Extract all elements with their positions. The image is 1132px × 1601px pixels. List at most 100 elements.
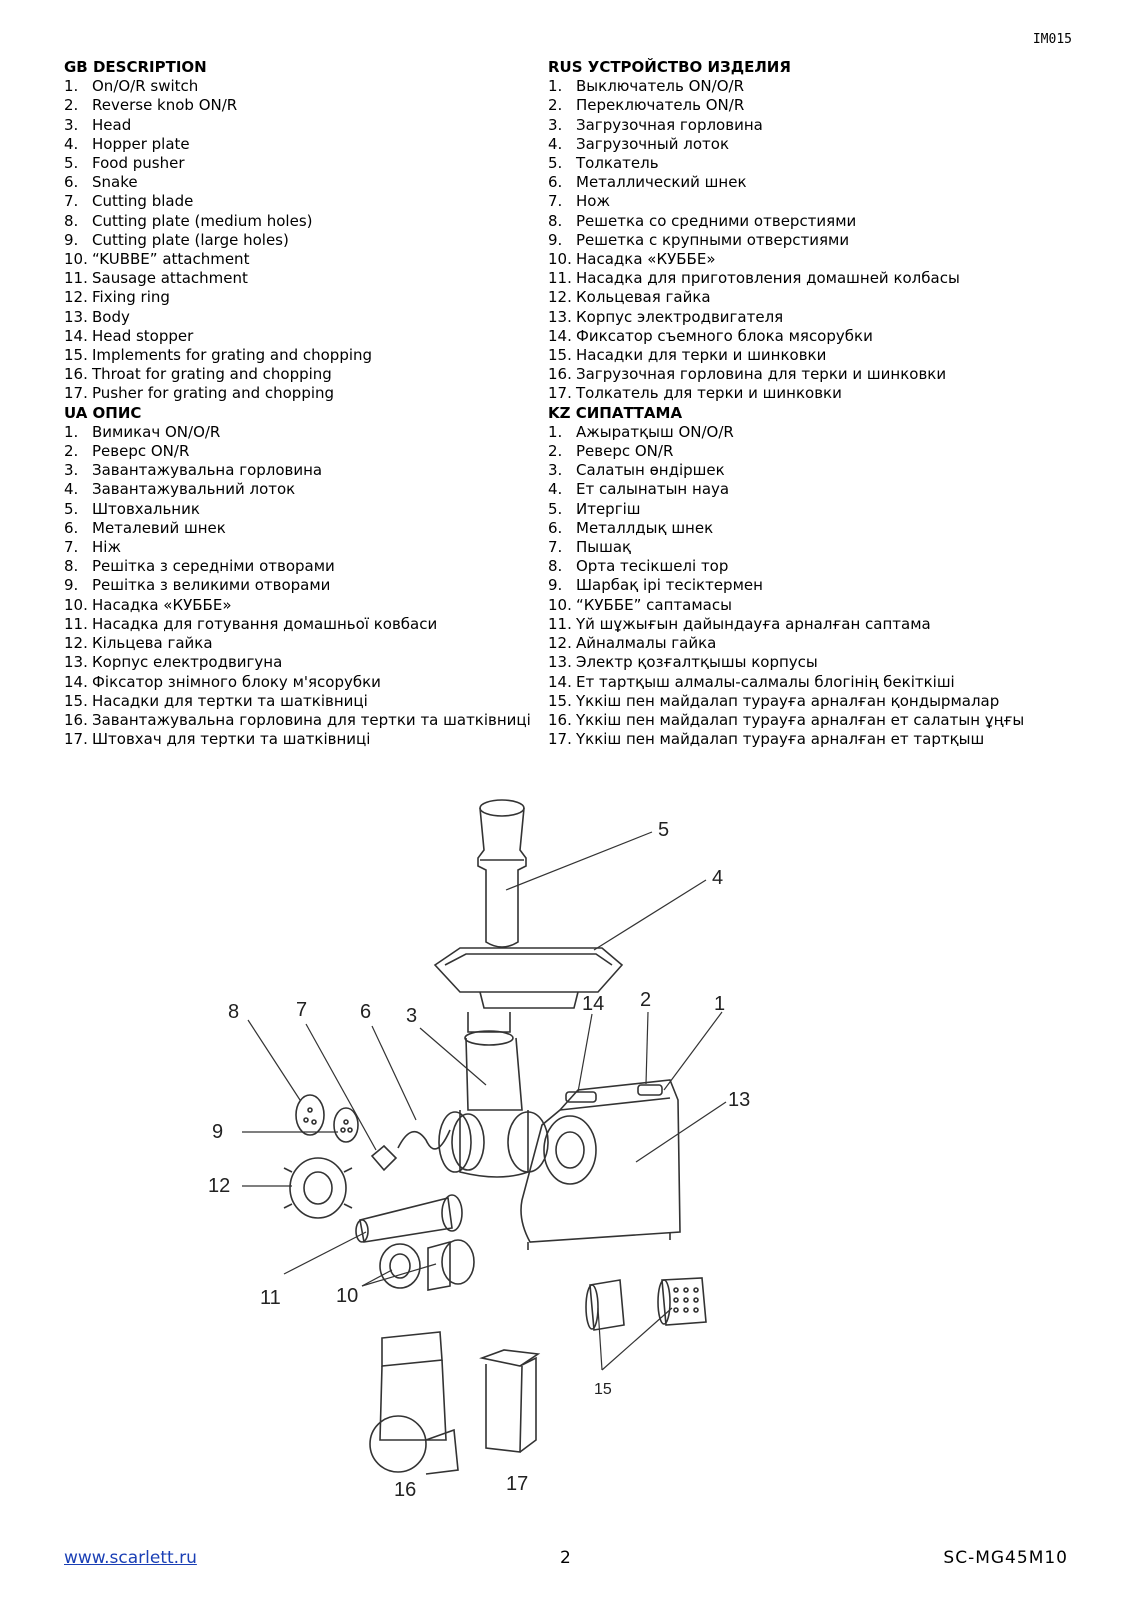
item-label: Завантажувальний лоток <box>92 480 296 499</box>
list-item: 15.Насадки для тертки та шатківниці <box>64 692 534 711</box>
kubbe-attachment-drawing <box>379 1239 475 1291</box>
blade-snake-drawing <box>370 1113 485 1172</box>
item-label: Салатын өндіршек <box>576 461 725 480</box>
model-number: SC-MG45M10 <box>943 1548 1068 1568</box>
list-item: 6.Металевий шнек <box>64 519 534 538</box>
item-label: Загрузочная горловина для терки и шинков… <box>576 365 947 384</box>
item-label: Cutting plate (large holes) <box>92 230 289 249</box>
item-label: Snake <box>92 173 138 192</box>
list-item: 4.Hopper plate <box>64 135 534 154</box>
item-label: Пышақ <box>576 538 632 557</box>
item-number: 5. <box>548 154 563 173</box>
website-link[interactable]: www.scarlett.ru <box>64 1548 197 1568</box>
item-label: Насадка «КУББЕ» <box>576 250 716 269</box>
list-item: 15.Үккіш пен майдалап турауға арналған қ… <box>548 692 1088 711</box>
label-16: 16 <box>394 1479 416 1501</box>
list-item: 2.Реверс ON/R <box>64 442 534 461</box>
item-label: Реверс ON/R <box>576 442 674 461</box>
item-label: Орта тесікшелі тор <box>576 557 729 576</box>
item-number: 14. <box>64 326 88 345</box>
item-label: Үй шұжығын дайындауға арналған саптама <box>576 614 931 633</box>
item-number: 9. <box>64 576 79 595</box>
list-item: 13.Электр қозғалтқышы корпусы <box>548 653 1088 672</box>
item-number: 7. <box>548 538 563 557</box>
item-number: 15. <box>548 346 572 365</box>
item-label: Решетка с крупными отверстиями <box>576 230 850 249</box>
label-13: 13 <box>728 1089 750 1111</box>
item-label: Шарбақ ірі тесіктермен <box>576 576 763 595</box>
item-number: 12. <box>64 288 88 307</box>
list-item: 17.Pusher for grating and chopping <box>64 384 534 403</box>
list-item: 7.Cutting blade <box>64 192 534 211</box>
item-number: 13. <box>548 653 572 672</box>
item-number: 17. <box>64 730 88 749</box>
grating-drums-drawing <box>585 1277 707 1331</box>
item-number: 6. <box>548 518 563 537</box>
item-label: Sausage attachment <box>92 269 248 288</box>
item-label: On/O/R switch <box>92 77 199 96</box>
list-item: 10.“KUBBE” attachment <box>64 250 534 269</box>
cutting-plates-drawing <box>295 1094 359 1143</box>
list-item: 9.Шарбақ ірі тесіктермен <box>548 576 1088 595</box>
label-11: 11 <box>260 1287 281 1309</box>
item-number: 4. <box>64 480 79 499</box>
item-label: Металлический шнек <box>576 173 747 192</box>
list-item: 16.Завантажувальна горловина для тертки … <box>64 711 534 730</box>
item-label: Штовхальник <box>92 499 200 518</box>
item-label: “KUBBE” attachment <box>92 250 250 269</box>
item-number: 9. <box>548 230 563 249</box>
list-item: 9. Решетка с крупными отверстиями <box>548 231 1088 250</box>
item-number: 4. <box>64 134 79 153</box>
item-label: Корпус електродвигуна <box>92 653 283 672</box>
item-number: 15. <box>64 346 88 365</box>
list-item: 3.Салатын өндіршек <box>548 461 1088 480</box>
list-item: 12.Кільцева гайка <box>64 634 534 653</box>
label-10: 10 <box>336 1285 358 1307</box>
item-label: Ет салынатын науа <box>576 480 730 499</box>
item-label: Насадка «КУББЕ» <box>92 595 232 614</box>
list-item: 12.Айналмалы гайка <box>548 634 1088 653</box>
item-label: Throat for grating and chopping <box>92 365 332 384</box>
item-label: Кільцева гайка <box>92 634 213 653</box>
label-6: 6 <box>360 1001 371 1023</box>
list-item: 5.Food pusher <box>64 154 534 173</box>
item-number: 9. <box>64 230 79 249</box>
item-number: 16. <box>548 365 572 384</box>
list-item: 4. Ет салынатын науа <box>548 480 1088 499</box>
item-number: 7. <box>64 192 79 211</box>
list-item: 9.Решітка з великими отворами <box>64 576 534 595</box>
doc-code: IM015 <box>1032 32 1072 47</box>
item-label: Ніж <box>92 538 121 557</box>
item-number: 4. <box>548 480 563 499</box>
label-1: 1 <box>714 993 725 1015</box>
item-label: Үккіш пен майдалап турауға арналған ет т… <box>576 730 985 749</box>
item-number: 3. <box>64 461 79 480</box>
list-item: 8.Cutting plate (medium holes) <box>64 212 534 231</box>
fixing-ring-drawing <box>283 1157 353 1219</box>
list-item: 5.Итергіш <box>548 500 1088 519</box>
item-number: 8. <box>548 211 563 230</box>
item-label: Фиксатор съемного блока мясорубки <box>576 326 873 345</box>
list-item: 8.Орта тесікшелі тор <box>548 557 1088 576</box>
list-item: 3.Загрузочная горловина <box>548 116 1088 135</box>
item-number: 10. <box>64 595 88 614</box>
list-item: 1.Вимикач ON/O/R <box>64 423 534 442</box>
list-item: 11.Насадка для готування домашньої ковба… <box>64 615 534 634</box>
item-label: Кольцевая гайка <box>576 288 711 307</box>
item-label: Head <box>92 115 132 134</box>
item-number: 10. <box>548 595 572 614</box>
item-label: Насадки для тертки та шатківниці <box>92 691 368 710</box>
label-4: 4 <box>712 867 723 889</box>
list-item: 15.Implements for grating and chopping <box>64 346 534 365</box>
item-number: 5. <box>64 154 79 173</box>
list-item: 11.Sausage attachment <box>64 269 534 288</box>
right-column: RUS УСТРОЙСТВО ИЗДЕЛИЯ 1.Выключатель ON/… <box>548 58 1088 749</box>
list-item: 13.Корпус электродвигателя <box>548 308 1088 327</box>
list-item: 5.Штовхальник <box>64 500 534 519</box>
list-item: 13.Body <box>64 308 534 327</box>
list-item: 2.Переключатель ON/R <box>548 96 1088 115</box>
